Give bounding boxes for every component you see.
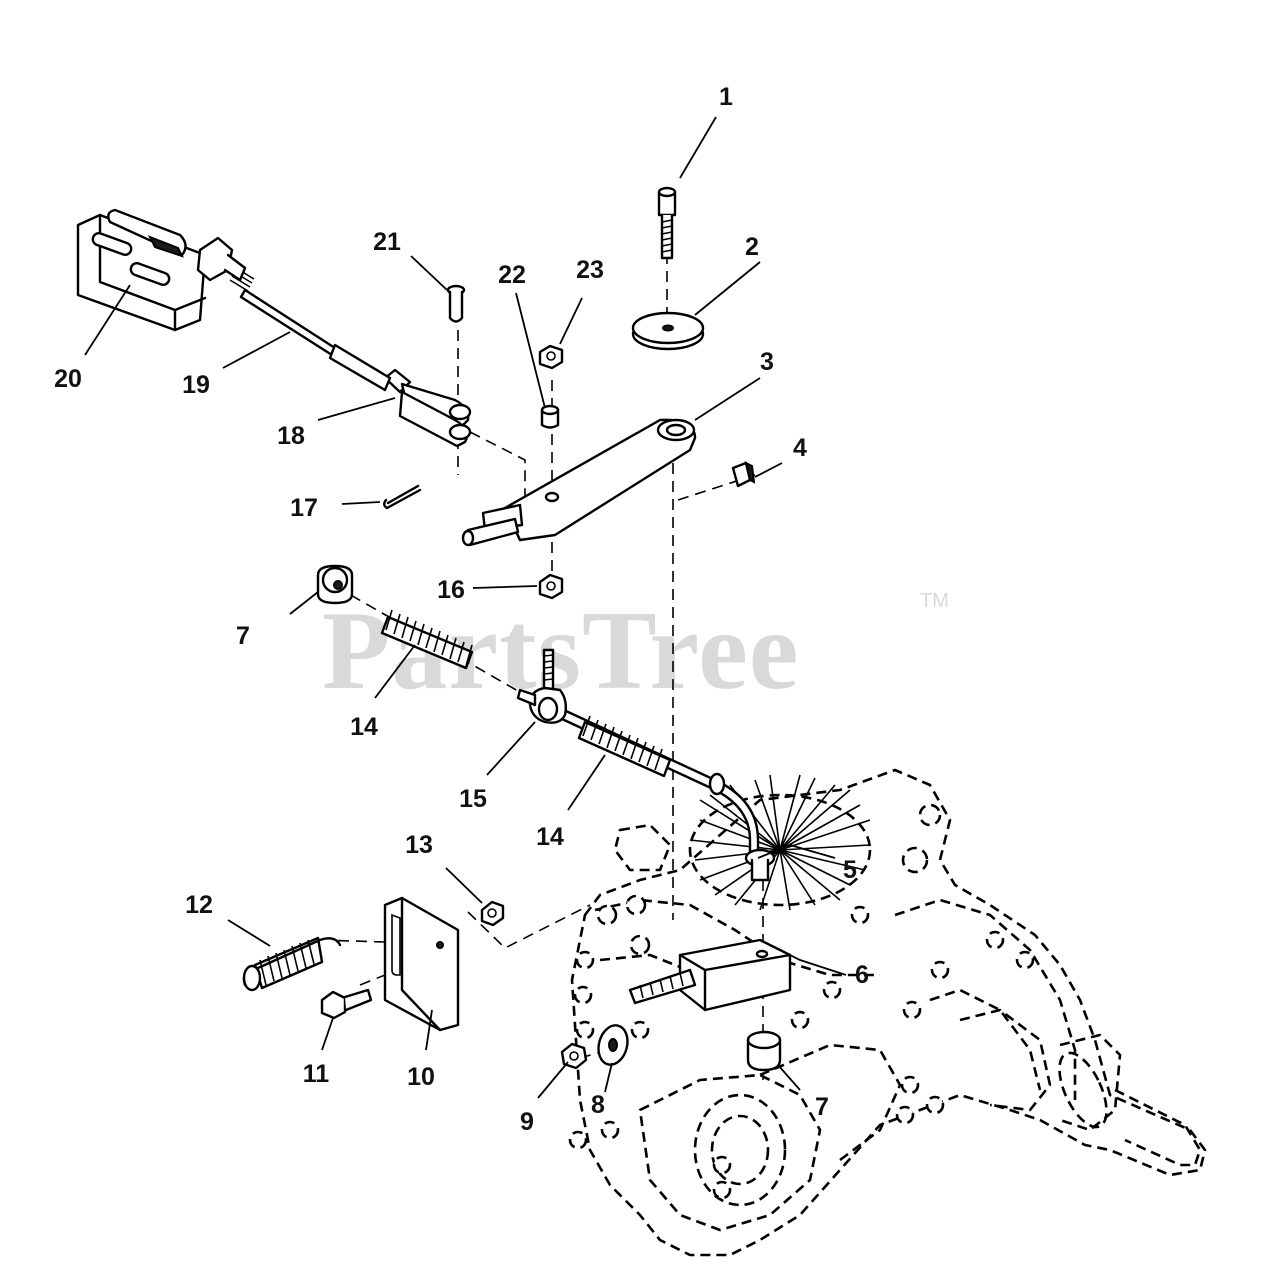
part-12-extension-spring [242, 936, 342, 992]
callout-labels: 1 2 3 4 5 6 7 7 8 9 10 11 12 13 14 14 15… [54, 83, 869, 1136]
housing-bolts [568, 803, 1035, 1200]
watermark-trademark: TM [920, 590, 949, 612]
watermark: PartsTree TM [322, 589, 949, 713]
part-5-control-rod [547, 703, 776, 882]
callout-7-lower: 7 [815, 1093, 829, 1121]
part-6-mounting-bracket [628, 938, 792, 1012]
part-22-bushing [540, 404, 560, 429]
callout-20: 20 [54, 365, 82, 393]
part-7-spacer-upper [316, 564, 354, 605]
callout-13: 13 [405, 831, 433, 859]
callout-11: 11 [303, 1060, 330, 1088]
callout-16: 16 [437, 576, 465, 604]
callout-22: 22 [498, 261, 526, 289]
callout-7-upper: 7 [236, 622, 250, 650]
transaxle-housing [568, 768, 1207, 1257]
callout-23: 23 [576, 256, 604, 284]
callout-15: 15 [459, 785, 487, 813]
callout-8: 8 [591, 1091, 605, 1119]
part-10-plate [383, 896, 460, 1032]
callout-18: 18 [277, 422, 305, 450]
callout-4: 4 [793, 434, 807, 462]
callout-1: 1 [719, 83, 733, 111]
part-21-clevis-pin [446, 284, 466, 323]
part-20-cable-bracket [76, 208, 247, 332]
callout-14-upper: 14 [350, 713, 378, 741]
callout-19: 19 [182, 371, 210, 399]
callout-12: 12 [185, 891, 213, 919]
callout-6: 6 [855, 961, 869, 989]
callout-14-lower: 14 [536, 823, 564, 851]
callout-3: 3 [760, 348, 774, 376]
callout-21: 21 [373, 228, 401, 256]
cooling-fan [688, 774, 872, 911]
part-18-clevis [383, 368, 472, 448]
leader-lines [84, 116, 847, 1099]
part-1-cap-screw [657, 186, 677, 260]
part-19-control-cable [229, 267, 392, 392]
callout-5: 5 [843, 856, 857, 884]
part-16-nut [538, 573, 564, 600]
callout-10: 10 [407, 1063, 435, 1091]
callout-9: 9 [520, 1108, 534, 1136]
part-4-key [731, 461, 756, 488]
part-11-hex-bolt [320, 988, 373, 1020]
callout-17: 17 [290, 494, 318, 522]
part-8-washer [597, 1024, 629, 1066]
part-23-locknut [538, 344, 564, 370]
callout-2: 2 [745, 233, 759, 261]
part-2-flat-washer [631, 311, 705, 351]
part-3-control-lever [461, 418, 697, 547]
part-14-compression-spring-lower [577, 715, 672, 778]
part-14-compression-spring-upper [380, 609, 474, 670]
part-17-cotter-pin [383, 484, 422, 510]
part-7-spacer-lower [746, 1030, 782, 1072]
part-13-nut [480, 900, 505, 927]
part-15-swivel [516, 648, 568, 724]
